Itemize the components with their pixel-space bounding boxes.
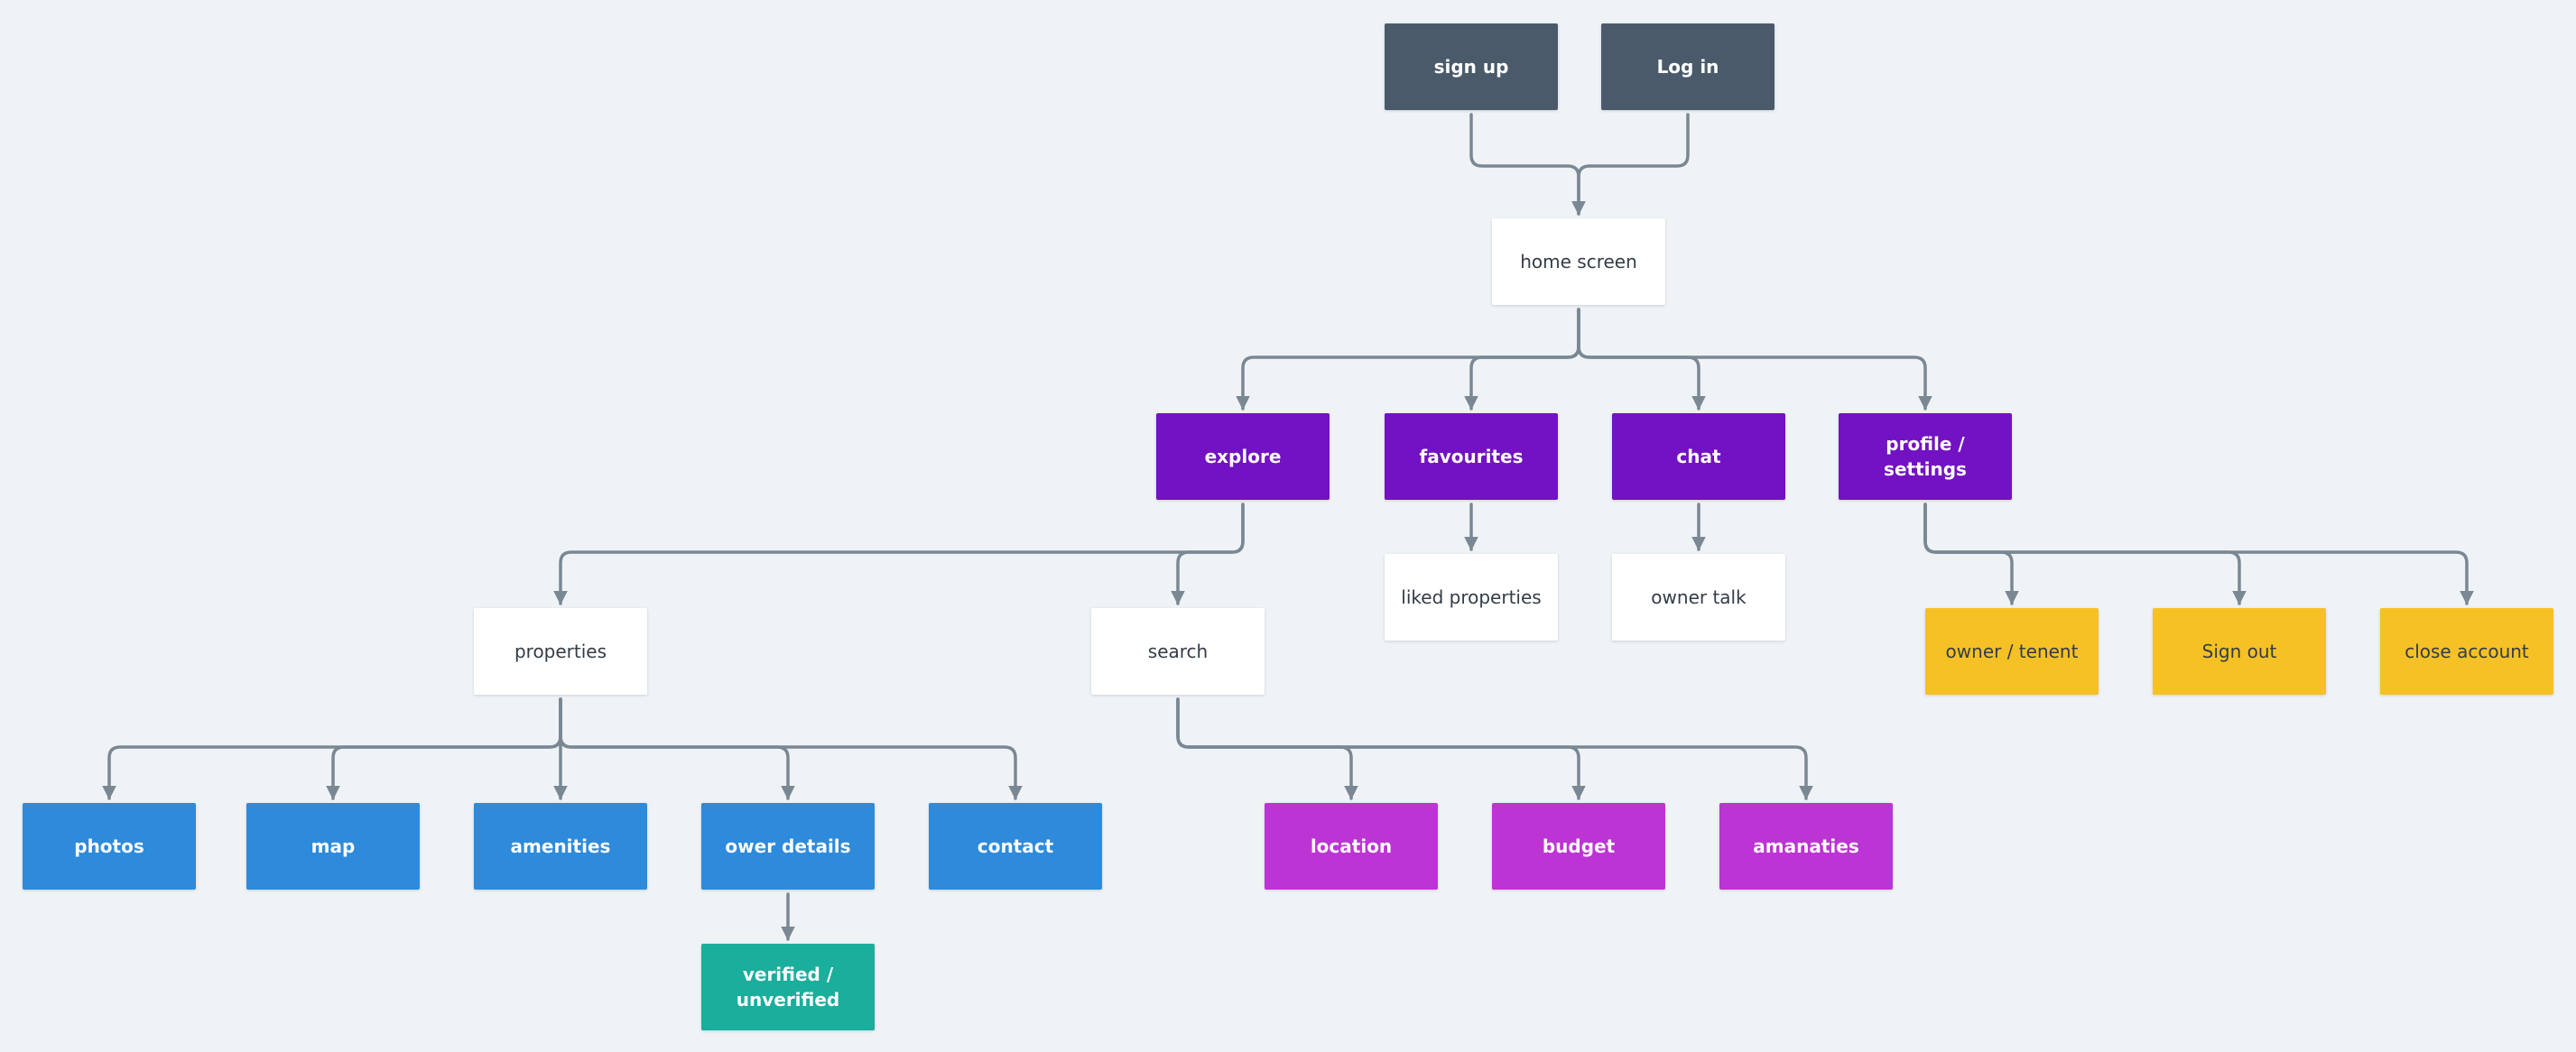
node-photos[interactable]: photos — [23, 803, 196, 890]
node-close-account[interactable]: close account — [2380, 608, 2553, 695]
connector-sign_up-to-home_screen — [1469, 113, 1586, 216]
node-favourites[interactable]: favourites — [1385, 413, 1558, 500]
connector-properties-to-contact — [559, 697, 1023, 800]
node-ower-details[interactable]: ower details — [701, 803, 875, 890]
node-sign-out[interactable]: Sign out — [2153, 608, 2326, 695]
connector-profile_settings-to-sign_out — [1923, 503, 2247, 605]
node-profile-settings[interactable]: profile / settings — [1839, 413, 2012, 500]
node-home-screen[interactable]: home screen — [1492, 218, 1665, 305]
node-properties[interactable]: properties — [474, 608, 647, 695]
node-explore[interactable]: explore — [1156, 413, 1330, 500]
connector-explore-to-properties — [553, 503, 1245, 605]
node-amanaties[interactable]: amanaties — [1719, 803, 1893, 890]
connector-home_screen-to-profile_settings — [1577, 308, 1932, 411]
node-amenities[interactable]: amenities — [474, 803, 647, 890]
node-location[interactable]: location — [1265, 803, 1438, 890]
connector-profile_settings-to-close_account — [1923, 503, 2474, 605]
node-owner-tenent[interactable]: owner / tenent — [1925, 608, 2099, 695]
node-log-in[interactable]: Log in — [1601, 23, 1774, 110]
connector-search-to-location — [1176, 697, 1358, 800]
connector-properties-to-ower_details — [559, 697, 795, 800]
node-chat[interactable]: chat — [1612, 413, 1785, 500]
node-liked-properties[interactable]: liked properties — [1385, 554, 1558, 641]
connector-home_screen-to-explore — [1236, 308, 1580, 411]
connector-search-to-budget — [1176, 697, 1586, 800]
node-contact[interactable]: contact — [929, 803, 1102, 890]
node-search[interactable]: search — [1091, 608, 1265, 695]
node-sign-up[interactable]: sign up — [1385, 23, 1558, 110]
node-budget[interactable]: budget — [1492, 803, 1665, 890]
connector-home_screen-to-chat — [1577, 308, 1706, 411]
connector-properties-to-map — [326, 697, 562, 800]
connector-log_in-to-home_screen — [1571, 113, 1690, 216]
node-map[interactable]: map — [246, 803, 420, 890]
connector-search-to-amanaties — [1176, 697, 1813, 800]
node-owner-talk[interactable]: owner talk — [1612, 554, 1785, 641]
connector-profile_settings-to-owner_tenent — [1923, 503, 2019, 605]
connector-home_screen-to-favourites — [1464, 308, 1580, 411]
connector-explore-to-search — [1171, 503, 1245, 605]
node-verified-unverified[interactable]: verified / unverified — [701, 944, 875, 1030]
